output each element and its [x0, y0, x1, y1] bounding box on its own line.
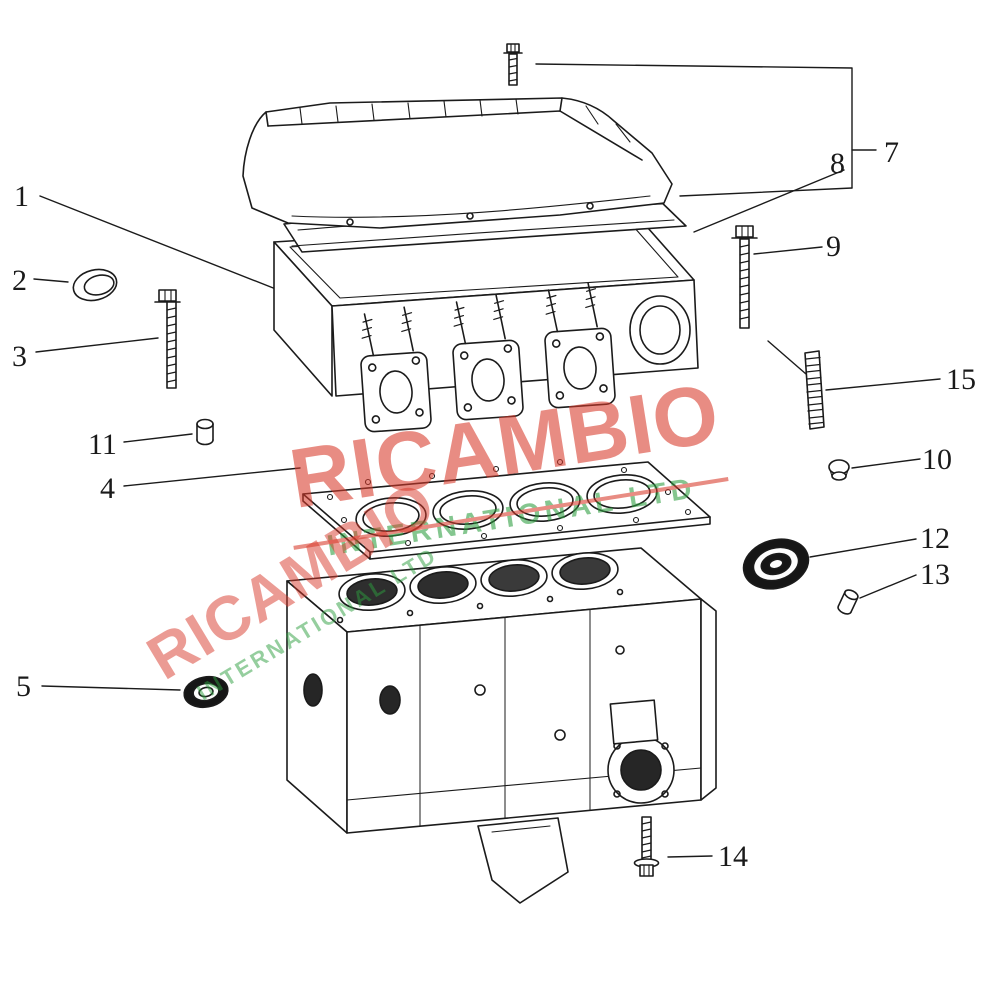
callout-10: 10	[922, 443, 952, 476]
seal-part-5	[183, 675, 229, 709]
bolt-part-3	[154, 289, 181, 389]
callout-3: 3	[12, 340, 27, 373]
callout-8: 8	[830, 147, 845, 180]
cylinder-head	[273, 218, 699, 434]
callout-4: 4	[100, 472, 115, 505]
bolt-part-9	[731, 225, 758, 329]
callout-14: 14	[718, 840, 748, 873]
bolt-part-14	[633, 816, 660, 877]
stud-part-15	[804, 350, 825, 430]
plug-part-13	[837, 589, 859, 615]
callout-5: 5	[16, 670, 31, 703]
callout-9: 9	[826, 230, 841, 263]
callout-7: 7	[884, 136, 899, 169]
callout-2: 2	[12, 264, 27, 297]
head-gasket	[302, 458, 711, 560]
callout-11: 11	[88, 428, 117, 461]
callout-1: 1	[14, 180, 29, 213]
leader-lines	[33, 63, 941, 858]
dowel-part-11	[196, 418, 214, 446]
plug-part-10	[828, 459, 850, 481]
callout-15: 15	[946, 363, 976, 396]
engine-block	[286, 547, 717, 904]
callout-13: 13	[920, 558, 950, 591]
bolt-part-7a	[503, 43, 523, 86]
seal-part-12	[742, 538, 810, 590]
valve-cover	[242, 97, 673, 229]
cup-plug-part-2	[72, 268, 118, 302]
callout-12: 12	[920, 522, 950, 555]
cylinder-bores	[338, 552, 619, 611]
engine-mount-lug	[477, 817, 569, 904]
